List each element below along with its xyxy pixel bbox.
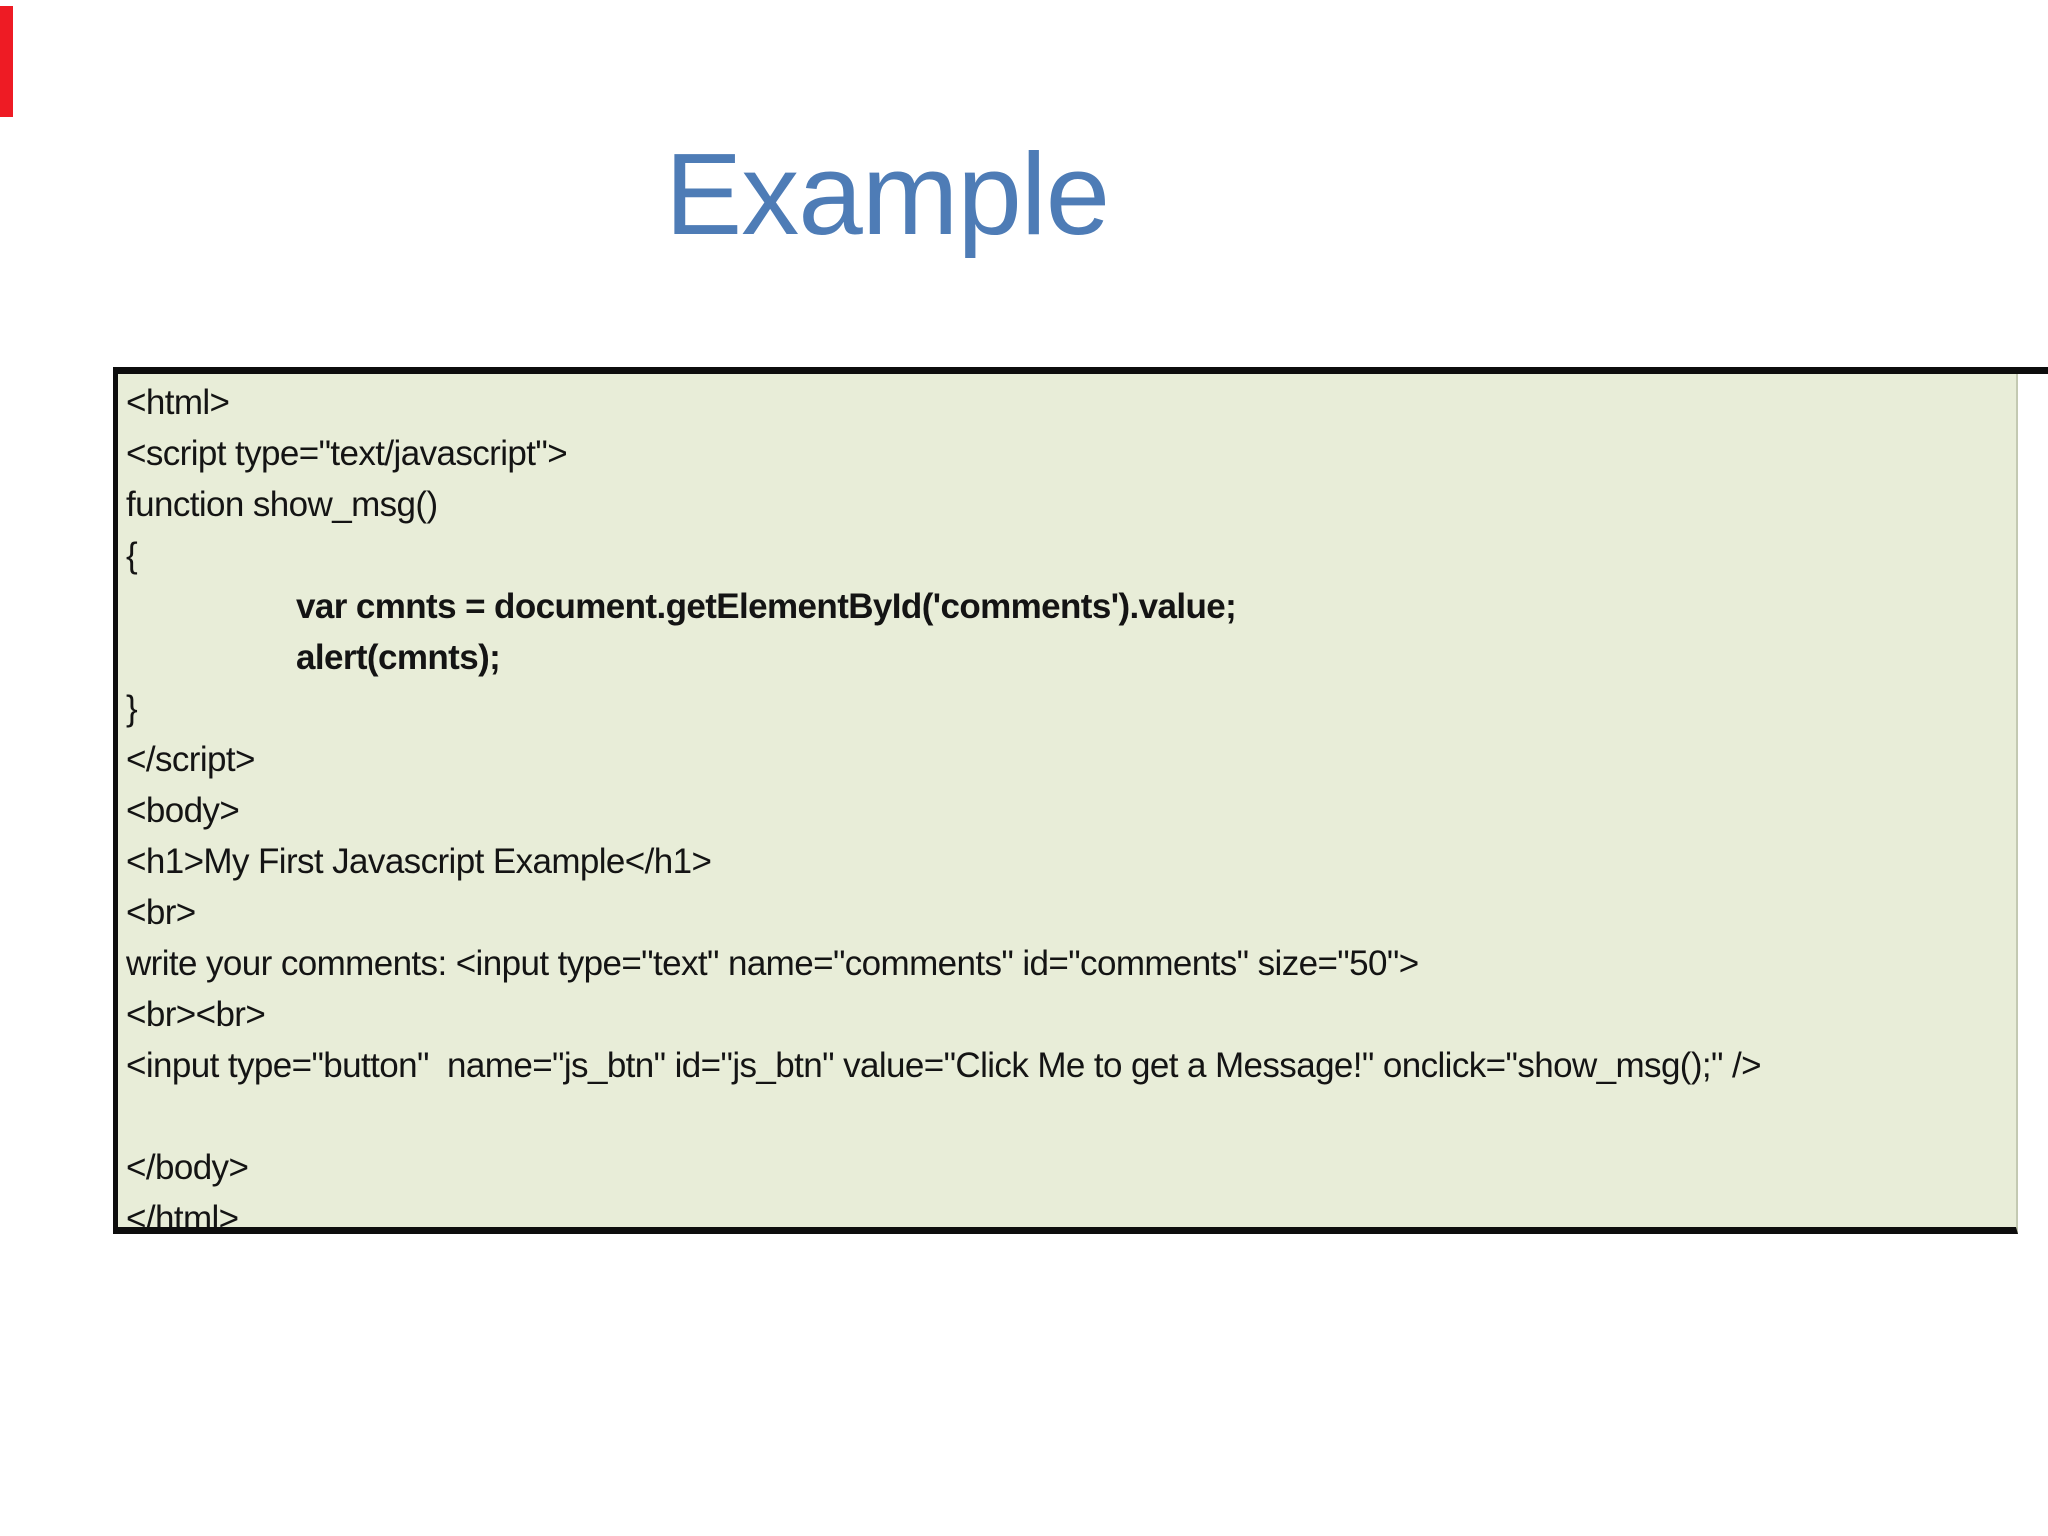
code-line: <input type="button" name="js_btn" id="j… — [126, 1046, 1762, 1085]
code-block: <html> <script type="text/javascript"> fun… — [118, 374, 2016, 1234]
code-line: <br> — [126, 893, 196, 932]
code-line: <html> — [126, 383, 230, 422]
code-line: function show_msg() — [126, 485, 438, 524]
red-accent-bar — [0, 6, 13, 117]
code-line: </body> — [126, 1148, 249, 1187]
code-line: var cmnts = document.getElementById('com… — [296, 587, 1237, 626]
code-box: <html> <script type="text/javascript"> fun… — [113, 374, 2018, 1234]
code-box-top-border — [113, 367, 2048, 374]
code-line: <h1>My First Javascript Example</h1> — [126, 842, 712, 881]
code-line: { — [126, 536, 138, 575]
code-line: </script> — [126, 740, 255, 779]
code-line: <script type="text/javascript"> — [126, 434, 568, 473]
code-line: } — [126, 689, 138, 728]
code-line: <br><br> — [126, 995, 266, 1034]
slide-title: Example — [664, 129, 1110, 259]
code-line: <body> — [126, 791, 240, 830]
code-line: alert(cmnts); — [296, 638, 501, 677]
code-line — [126, 1091, 2010, 1142]
code-line: write your comments: <input type="text" … — [126, 944, 1419, 983]
code-line: </html> — [126, 1199, 239, 1234]
